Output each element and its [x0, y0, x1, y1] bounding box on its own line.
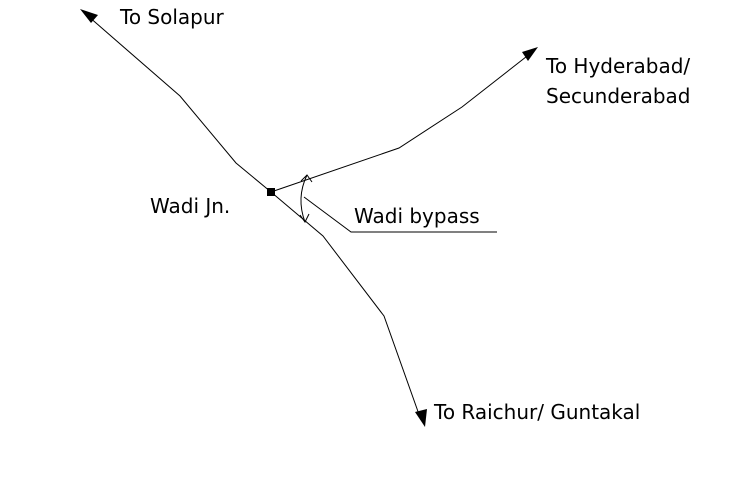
wadi-bypass-arrow-upper	[300, 174, 313, 183]
label-to-solapur: To Solapur	[119, 5, 225, 29]
wadi-junction-marker	[267, 188, 275, 196]
label-wadi-bypass: Wadi bypass	[354, 204, 480, 228]
arrowhead-raichur	[415, 409, 427, 427]
arrowhead-solapur	[80, 9, 98, 23]
track-to-raichur	[270, 191, 422, 421]
label-to-hyderabad-line2: Secunderabad	[546, 84, 690, 108]
wadi-bypass-arrow-lower	[299, 213, 310, 223]
track-to-hyderabad	[270, 52, 532, 193]
label-to-raichur: To Raichur/ Guntakal	[433, 400, 640, 424]
track-to-solapur	[87, 15, 272, 193]
label-to-hyderabad-line1: To Hyderabad/	[545, 54, 690, 78]
bypass-callout-leader	[303, 196, 497, 233]
label-wadi-junction: Wadi Jn.	[150, 194, 230, 218]
wadi-bypass-curve	[300, 174, 308, 223]
arrowhead-hyderabad	[522, 47, 538, 61]
